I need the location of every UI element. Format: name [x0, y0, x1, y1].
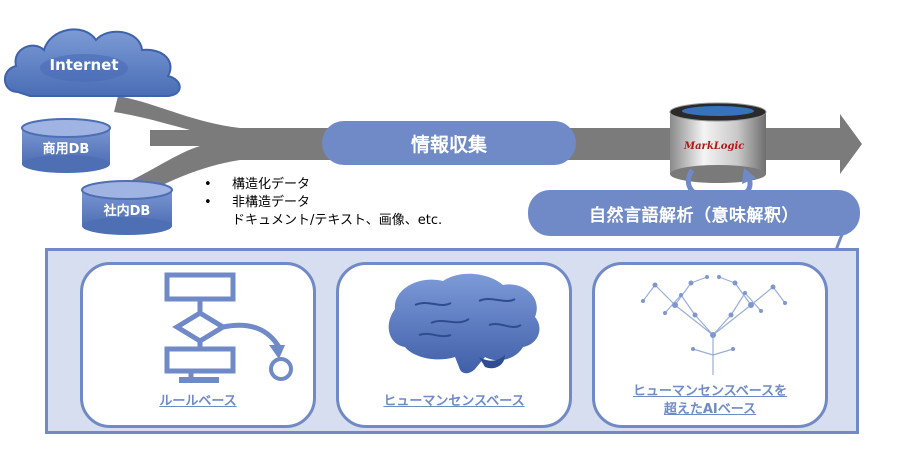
- marklogic-server-icon: [669, 102, 767, 183]
- human-sense-card: ヒューマンセンスベース: [336, 262, 572, 428]
- list-item: •非構造データ: [204, 195, 311, 210]
- flowchart-icon: [164, 272, 293, 383]
- information-collection-step: 情報収集: [322, 121, 576, 165]
- rule-based-card: ルールベース: [80, 262, 316, 428]
- list-item: •構造化データ: [204, 177, 311, 192]
- human-sense-link[interactable]: ヒューマンセンスベース: [383, 394, 525, 409]
- nlp-analysis-label: 自然言語解析（意味解釈）: [589, 205, 799, 226]
- information-collection-label: 情報収集: [410, 133, 487, 156]
- ai-based-link-line2[interactable]: 超えたAIベース: [663, 402, 757, 417]
- list-item-detail: ドキュメント/テキスト、画像、etc.: [232, 213, 443, 228]
- internal-db-label: 社内DB: [103, 204, 151, 219]
- marklogic-logo: MarkLogic: [684, 141, 744, 152]
- data-type-list: •構造化データ •非構造データ ドキュメント/テキスト、画像、etc.: [204, 176, 442, 230]
- internet-label: Internet: [49, 56, 119, 74]
- database-icon: [81, 180, 173, 235]
- rule-based-link[interactable]: ルールベース: [159, 394, 237, 409]
- network-tree-icon: [641, 275, 787, 375]
- ai-based-link-line1[interactable]: ヒューマンセンスベースを: [632, 384, 788, 399]
- nlp-analysis-step: 自然言語解析（意味解釈）: [528, 190, 860, 236]
- database-icon: [21, 118, 111, 173]
- cloud-icon: [4, 28, 181, 97]
- commercial-db-label: 商用DB: [42, 142, 90, 157]
- marklogic-logo-text: MarkLogic: [684, 141, 745, 152]
- brain-icon: [388, 273, 540, 374]
- ai-based-card: ヒューマンセンスベースを 超えたAIベース: [592, 262, 828, 428]
